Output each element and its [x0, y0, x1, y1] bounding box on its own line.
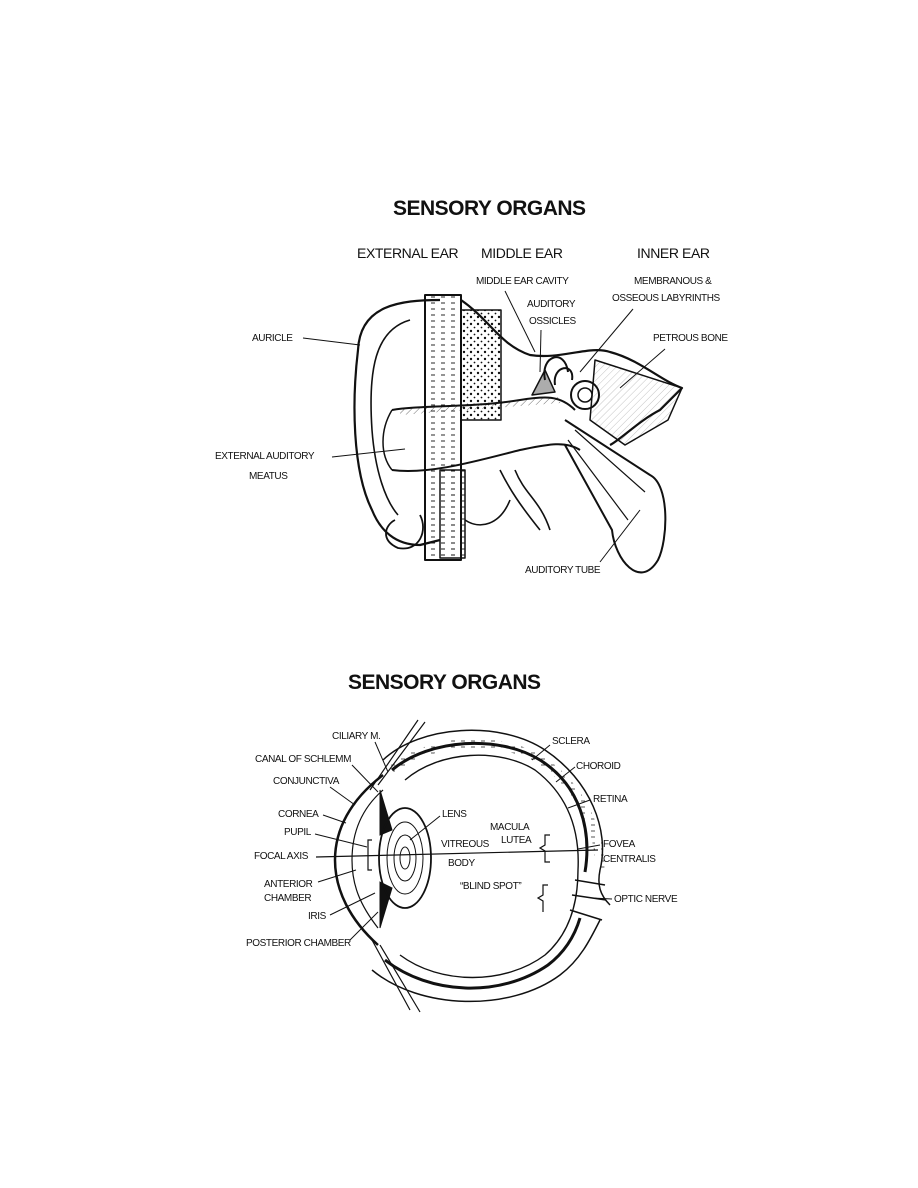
- eye-title: SENSORY ORGANS: [348, 671, 541, 694]
- label-auditory-ossicles-2: OSSICLES: [529, 316, 576, 327]
- sclera-shape: [371, 729, 611, 1003]
- label-macula-2: LUTEA: [501, 835, 532, 846]
- cornea-shape: [333, 774, 384, 946]
- label-vitreous-2: BODY: [448, 858, 475, 869]
- label-auditory-tube: AUDITORY TUBE: [525, 565, 601, 576]
- label-labyrinths-1: MEMBRANOUS &: [634, 276, 712, 287]
- label-fovea-1: FOVEA: [603, 839, 635, 850]
- focal-axis-line: [315, 849, 599, 858]
- label-anterior-chamber-1: ANTERIOR: [264, 879, 313, 890]
- petrous-bone-shape: [589, 359, 683, 446]
- cochlea-shape: [570, 380, 600, 410]
- label-cornea: CORNEA: [278, 809, 319, 820]
- label-sclera: SCLERA: [552, 736, 590, 747]
- label-external-auditory-1: EXTERNAL AUDITORY: [215, 451, 315, 462]
- label-pupil: PUPIL: [284, 827, 311, 838]
- label-choroid: CHOROID: [576, 761, 621, 772]
- label-auricle: AURICLE: [252, 333, 293, 344]
- label-conjunctiva: CONJUNCTIVA: [273, 776, 339, 787]
- label-optic-nerve: OPTIC NERVE: [614, 894, 678, 905]
- label-lens: LENS: [442, 809, 467, 820]
- label-auditory-ossicles-1: AUDITORY: [527, 299, 576, 310]
- ear-leader-lines: [302, 290, 666, 563]
- label-anterior-chamber-2: CHAMBER: [264, 893, 312, 904]
- eye-leader-lines: [314, 741, 613, 941]
- label-labyrinths-2: OSSEOUS LABYRINTHS: [612, 293, 720, 304]
- retina-shape: [399, 754, 579, 979]
- label-macula-1: MACULA: [490, 822, 530, 833]
- label-iris: IRIS: [308, 911, 326, 922]
- label-focal-axis: FOCAL AXIS: [254, 851, 308, 862]
- auricle-shape: [353, 298, 441, 547]
- label-blind-spot: “BLIND SPOT”: [460, 881, 522, 892]
- lens-shape: [378, 807, 432, 909]
- label-retina: RETINA: [593, 794, 628, 805]
- section-inner-ear: INNER EAR: [637, 245, 710, 261]
- ossicles-shape: [531, 369, 556, 396]
- optic-nerve-shape: [569, 879, 607, 921]
- label-posterior-chamber: POSTERIOR CHAMBER: [246, 938, 351, 949]
- section-external-ear: EXTERNAL EAR: [357, 245, 459, 261]
- auditory-tube-shape: [564, 419, 667, 574]
- ear-title: SENSORY ORGANS: [393, 197, 586, 220]
- semicircular-canals: [543, 356, 574, 386]
- label-ciliary: CILIARY M.: [332, 731, 381, 742]
- label-petrous-bone: PETROUS BONE: [653, 333, 728, 344]
- eye-diagram: [333, 719, 611, 1013]
- iris-shape: [379, 789, 393, 929]
- label-fovea-2: CENTRALIS: [603, 854, 656, 865]
- label-external-auditory-2: MEATUS: [249, 471, 288, 482]
- label-middle-ear-cavity: MIDDLE EAR CAVITY: [476, 276, 569, 287]
- label-vitreous-1: VITREOUS: [441, 839, 489, 850]
- section-middle-ear: MIDDLE EAR: [481, 245, 563, 261]
- label-canal-of-schlemm: CANAL OF SCHLEMM: [255, 754, 352, 765]
